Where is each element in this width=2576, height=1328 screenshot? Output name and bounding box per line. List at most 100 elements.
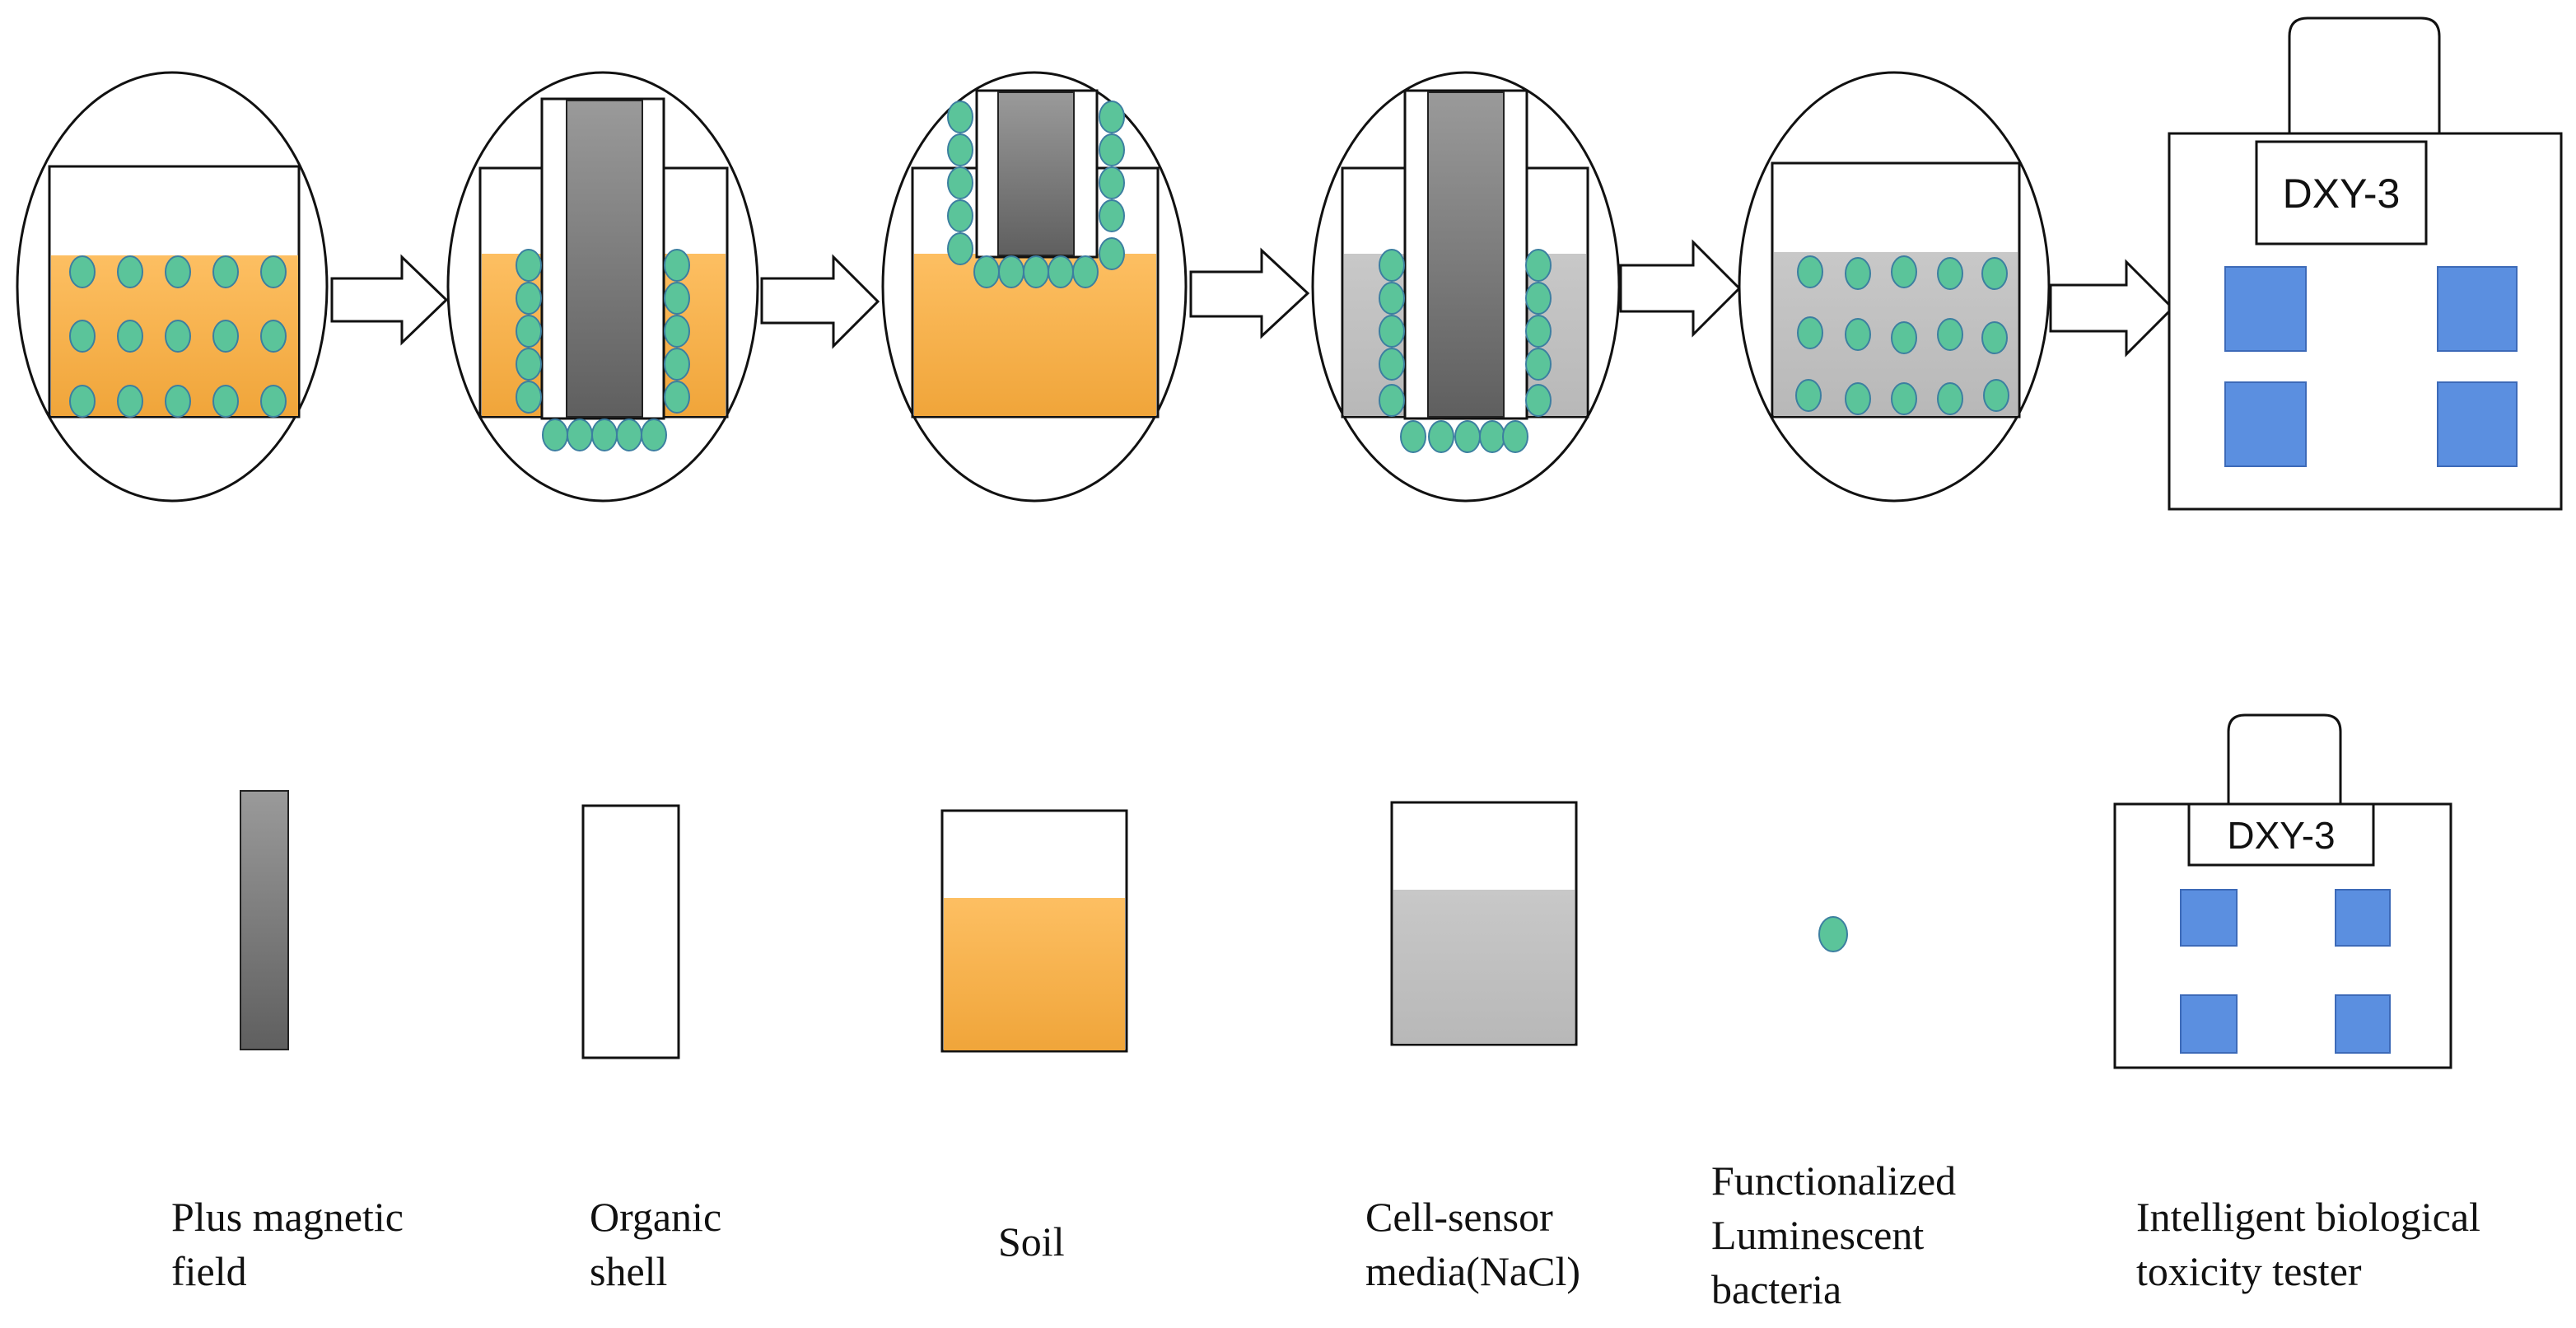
legend-label-media: Cell-sensor media(NaCl) bbox=[1365, 1194, 1581, 1294]
legend-label-soil: Soil bbox=[998, 1218, 1065, 1265]
bacterium-icon bbox=[947, 232, 973, 265]
bacteria-grid bbox=[1795, 255, 2009, 415]
bacterium-icon bbox=[567, 419, 593, 451]
bacterium-icon bbox=[1400, 420, 1426, 453]
bacterium-icon bbox=[1845, 318, 1871, 351]
window-icon bbox=[2437, 266, 2518, 352]
magnet-bar bbox=[1427, 91, 1505, 418]
bacterium-icon bbox=[1502, 420, 1528, 453]
bacterium-icon bbox=[1479, 420, 1505, 453]
bacterium-icon bbox=[260, 320, 287, 353]
magnet-bar bbox=[566, 100, 643, 418]
step-3-magnet-lifted bbox=[881, 71, 1188, 503]
tester-display bbox=[2255, 140, 2428, 245]
bacterium-icon bbox=[1525, 282, 1552, 315]
window-icon bbox=[2437, 381, 2518, 467]
bacterium-icon bbox=[1891, 255, 1917, 288]
magnet-bar bbox=[997, 91, 1075, 256]
bacterium-icon bbox=[1379, 315, 1405, 348]
bacterium-icon bbox=[641, 419, 667, 451]
bacterium-icon bbox=[1937, 318, 1963, 351]
bacterium-icon bbox=[69, 255, 96, 288]
bacterium-icon bbox=[664, 315, 690, 348]
bacterium-icon bbox=[1099, 133, 1125, 166]
tester-windows bbox=[2224, 266, 2518, 467]
arrow-icon bbox=[2049, 259, 2175, 358]
bacterium-icon bbox=[1048, 255, 1074, 288]
legend-label-bacteria: Functionalized Luminescent bacteria bbox=[1711, 1157, 1957, 1312]
step-1-soil-bacteria bbox=[16, 71, 329, 503]
bacterium-icon bbox=[664, 348, 690, 381]
arrow-icon bbox=[1189, 247, 1310, 339]
bacterium-icon bbox=[591, 419, 618, 451]
tester-handle bbox=[2227, 713, 2342, 804]
bacterium-icon bbox=[1795, 379, 1822, 412]
bacterium-icon bbox=[117, 255, 143, 288]
legend-bacterium-icon bbox=[1818, 916, 1848, 952]
bacterium-icon bbox=[1099, 101, 1125, 133]
bacterium-icon bbox=[1379, 249, 1405, 282]
bacterium-icon bbox=[1428, 420, 1454, 453]
bacterium-icon bbox=[542, 419, 568, 451]
bacterium-icon bbox=[1023, 255, 1049, 288]
tester-display bbox=[2187, 802, 2375, 867]
bacterium-icon bbox=[1099, 199, 1125, 232]
bacterium-icon bbox=[212, 385, 239, 418]
legend-shell-icon bbox=[581, 804, 680, 1059]
bacterium-icon bbox=[1981, 321, 2008, 354]
bacterium-icon bbox=[516, 249, 542, 282]
window-icon bbox=[2224, 266, 2307, 352]
bacterium-icon bbox=[1797, 316, 1823, 349]
tester-title: DXY-3 bbox=[2283, 171, 2401, 217]
step-4-magnet-in-media bbox=[1311, 71, 1621, 503]
tester-device-small: DXY-3 bbox=[2113, 713, 2452, 1069]
bacterium-icon bbox=[947, 199, 973, 232]
bacterium-icon bbox=[69, 385, 96, 418]
bacterium-icon bbox=[1072, 255, 1099, 288]
attached-bacteria bbox=[516, 249, 690, 451]
window-icon bbox=[2335, 994, 2391, 1054]
attached-bacteria bbox=[1379, 249, 1552, 453]
bacterium-icon bbox=[1525, 348, 1552, 381]
legend-soil-icon bbox=[940, 809, 1128, 1053]
bacterium-icon bbox=[260, 385, 287, 418]
bacterium-icon bbox=[1525, 384, 1552, 417]
bacterium-icon bbox=[260, 255, 287, 288]
step-5-bacteria-in-media bbox=[1738, 71, 2051, 503]
bacterium-icon bbox=[1379, 282, 1405, 315]
legend-magnet-icon bbox=[240, 790, 289, 1050]
bacterium-icon bbox=[664, 381, 690, 414]
bacterium-icon bbox=[1845, 257, 1871, 290]
window-icon bbox=[2224, 381, 2307, 467]
legend-media-icon bbox=[1390, 801, 1578, 1046]
bacterium-icon bbox=[1379, 384, 1405, 417]
bacterium-icon bbox=[69, 320, 96, 353]
bacterium-icon bbox=[212, 255, 239, 288]
bacterium-icon bbox=[117, 320, 143, 353]
legend-label-shell: Organic shell bbox=[590, 1194, 722, 1294]
bacterium-icon bbox=[1099, 166, 1125, 199]
bacterium-icon bbox=[1937, 382, 1963, 415]
bacterium-icon bbox=[117, 385, 143, 418]
bacterium-icon bbox=[1937, 257, 1963, 290]
bacterium-icon bbox=[212, 320, 239, 353]
bacteria-grid bbox=[69, 255, 287, 418]
window-icon bbox=[2180, 889, 2238, 947]
bacterium-icon bbox=[1891, 321, 1917, 354]
window-icon bbox=[2180, 994, 2238, 1054]
tester-windows bbox=[2180, 889, 2391, 1054]
bacterium-icon bbox=[1525, 315, 1552, 348]
bacterium-icon bbox=[516, 315, 542, 348]
tester-device-large: DXY-3 bbox=[2168, 16, 2563, 511]
bacterium-icon bbox=[947, 101, 973, 133]
tester-title: DXY-3 bbox=[2227, 814, 2335, 857]
bacterium-icon bbox=[664, 282, 690, 315]
legend-label-tester: Intelligent biological toxicity tester bbox=[2136, 1194, 2480, 1294]
attached-bacteria bbox=[947, 101, 1125, 288]
bacterium-icon bbox=[516, 348, 542, 381]
bacterium-icon bbox=[1099, 237, 1125, 270]
window-icon bbox=[2335, 889, 2391, 947]
bacterium-icon bbox=[1845, 382, 1871, 415]
bacterium-icon bbox=[947, 133, 973, 166]
